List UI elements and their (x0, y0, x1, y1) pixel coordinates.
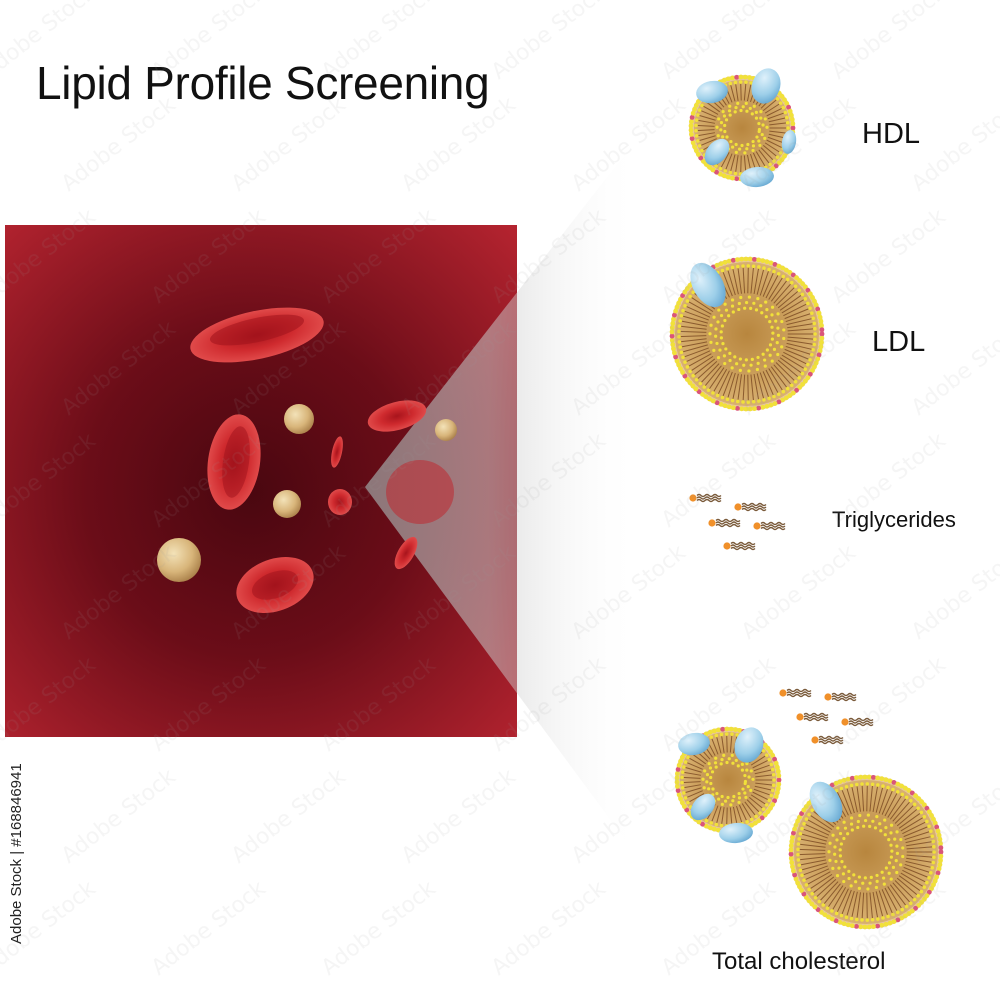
triglyceride-molecule (824, 692, 857, 702)
glycerol-head (841, 718, 849, 726)
glycerol-head (708, 519, 716, 527)
triglyceride-molecules (689, 493, 786, 551)
triglyceride-molecule (796, 712, 829, 722)
apoprotein (696, 80, 728, 104)
glycerol-head (723, 542, 731, 550)
hdl-lipoprotein (688, 68, 797, 188)
triglyceride-molecule (753, 521, 786, 531)
lipid-particle (284, 404, 314, 434)
apoprotein (719, 822, 753, 844)
red-blood-cell-dimple (252, 570, 298, 600)
triglyceride-molecule (811, 735, 844, 745)
red-blood-cell (367, 400, 427, 432)
red-blood-cell-dimple (222, 426, 250, 498)
triglyceride-molecule (779, 688, 812, 698)
total-cholesterol-label: Total cholesterol (712, 948, 886, 975)
triglycerides-label: Triglycerides (832, 507, 956, 532)
page-title: Lipid Profile Screening (36, 57, 490, 109)
lipoprotein-particle (674, 726, 782, 844)
apoprotein (690, 793, 716, 821)
lipid-particle (273, 490, 301, 518)
red-blood-cell (331, 436, 343, 468)
apoprotein (734, 727, 764, 763)
apoprotein (751, 68, 781, 104)
red-blood-cells (190, 307, 454, 614)
apoprotein (781, 130, 797, 154)
triglyceride-molecule (734, 502, 767, 512)
red-blood-cell-dimple (209, 314, 305, 346)
red-blood-cell (328, 489, 352, 515)
lipid-particle (435, 419, 457, 441)
total-cholesterol-group (674, 688, 944, 930)
apoprotein (809, 781, 843, 823)
glycerol-head (779, 689, 787, 697)
lipid-particles (157, 404, 457, 582)
hdl-label: HDL (862, 118, 921, 150)
glycerol-head (824, 693, 832, 701)
triglyceride-molecule (689, 493, 722, 503)
lipoprotein-particle (788, 774, 944, 930)
lipid-particle (157, 538, 201, 582)
apoprotein (678, 732, 710, 756)
triglyceride-molecule (708, 518, 741, 528)
triglyceride-molecule (841, 717, 874, 727)
triglyceride-molecule (723, 541, 756, 551)
glycerol-head (689, 494, 697, 502)
ldl-lipoprotein (669, 256, 825, 412)
magnification-beam (365, 135, 640, 860)
red-blood-cell (386, 460, 454, 524)
ldl-label: LDL (872, 326, 926, 358)
glycerol-head (796, 713, 804, 721)
glycerol-head (753, 522, 761, 530)
glycerol-head (811, 736, 819, 744)
stock-id: Adobe Stock | #168846941 (8, 763, 25, 944)
glycerol-head (734, 503, 742, 511)
apoprotein (704, 138, 730, 166)
lipoprotein-particle (688, 68, 797, 188)
red-blood-cell (394, 536, 418, 570)
apoprotein (740, 166, 774, 188)
lipoprotein-particle (669, 256, 825, 412)
apoprotein (690, 262, 726, 308)
